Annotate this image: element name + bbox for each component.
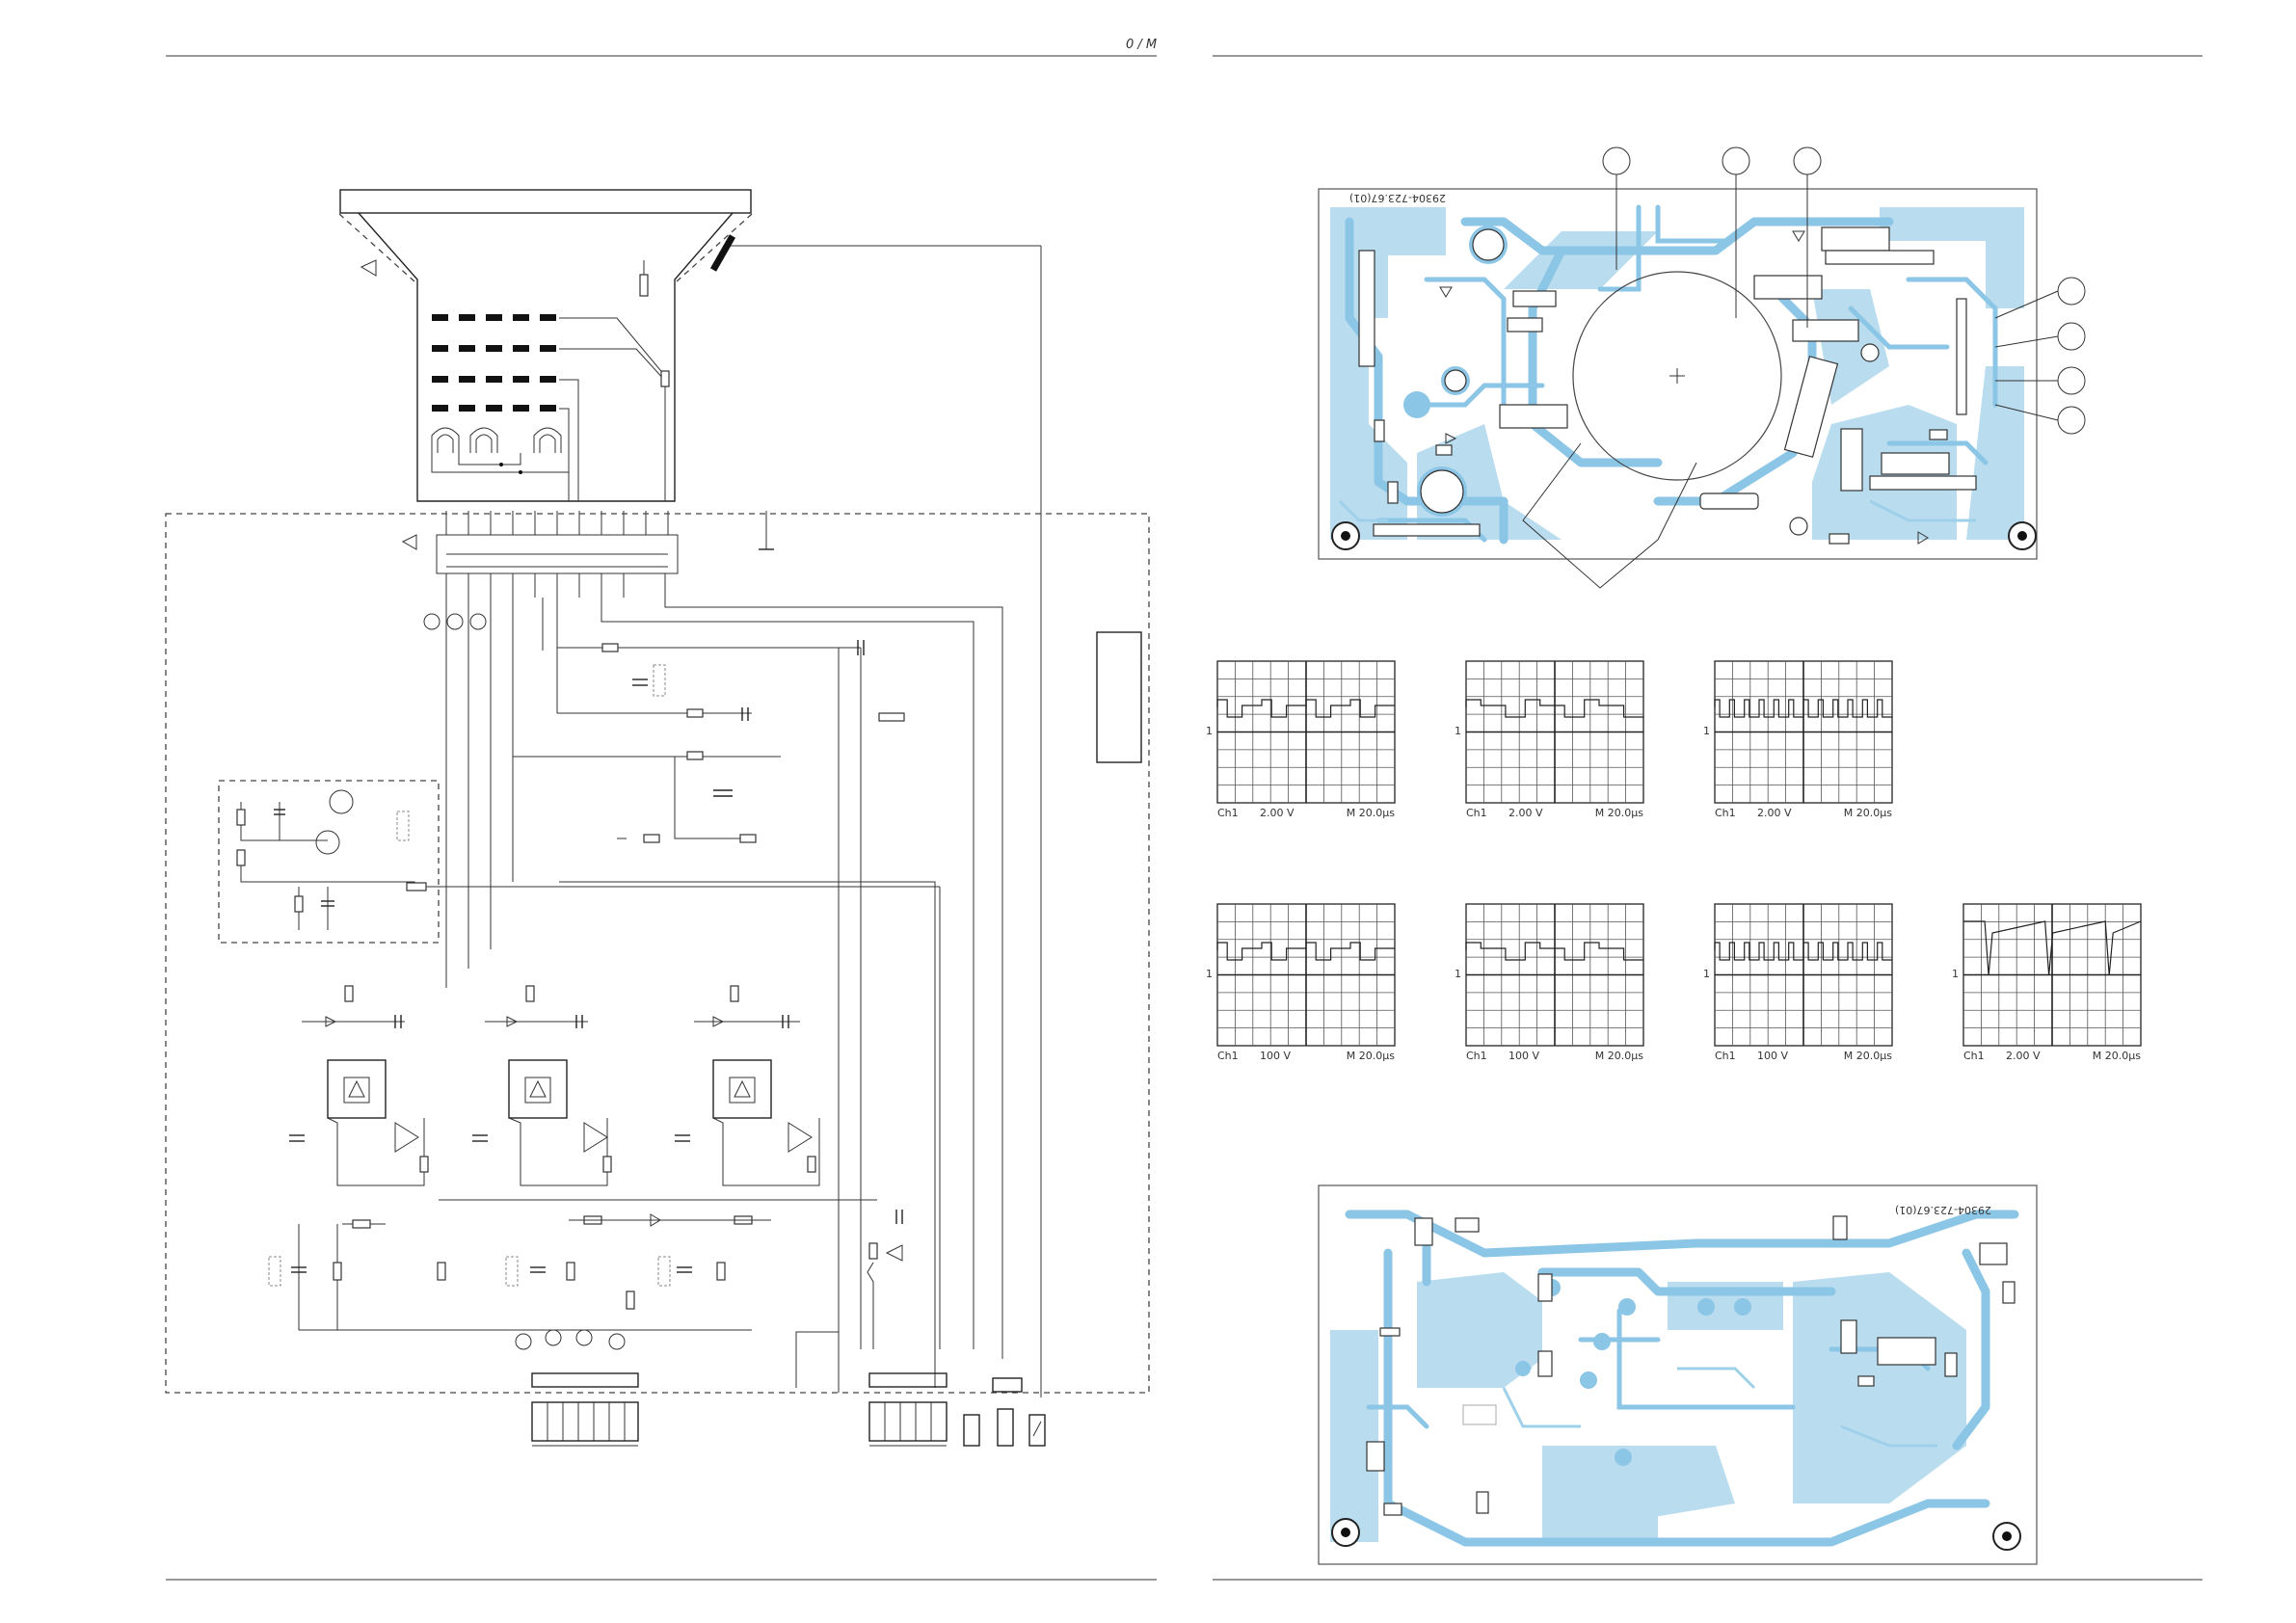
scope-channel: Ch1 — [1217, 807, 1239, 819]
pcb-bottom-board-label: 29304-723.67(01) — [1895, 1204, 1991, 1216]
board-boundary — [166, 514, 1149, 1393]
scope-marker: 1 — [1206, 725, 1213, 737]
scope-time-div: M 20.0µs — [1595, 1050, 1643, 1062]
scope-volts-div: 2.00 V — [1757, 807, 1792, 819]
pcb-top-layout: 29304-723.67(01) — [1319, 189, 2037, 588]
scope-time-div: M 20.0µs — [2093, 1050, 2141, 1062]
scope-channel: Ch1 — [1715, 1050, 1736, 1062]
scope-channel: Ch1 — [1963, 1050, 1985, 1062]
scope-volts-div: 100 V — [1508, 1050, 1539, 1062]
warning-triangle-icon — [361, 260, 376, 276]
amp-stage-blue — [675, 986, 819, 1185]
neck-pins — [437, 511, 678, 573]
pcb-top-board-label: 29304-723.67(01) — [1349, 192, 1446, 204]
scope-time-div: M 20.0µs — [1347, 807, 1395, 819]
scope-channel: Ch1 — [1217, 1050, 1239, 1062]
scope-channel: Ch1 — [1715, 807, 1736, 819]
sub-module — [219, 781, 439, 943]
scope-volts-div: 2.00 V — [2006, 1050, 2041, 1062]
crt-screen — [340, 190, 751, 213]
scope-marker: 1 — [1952, 968, 1959, 980]
amp-stage-red — [289, 986, 428, 1185]
pcb-bottom-layout: 29304-723.67(01) — [1319, 1185, 2037, 1564]
scope-channel: Ch1 — [1466, 1050, 1487, 1062]
scope-marker: 1 — [1703, 725, 1710, 737]
scope-volts-div: 2.00 V — [1508, 807, 1543, 819]
page-mark: 0 / M — [1126, 38, 1157, 52]
scope-time-div: M 20.0µs — [1347, 1050, 1395, 1062]
rgb-amplifier-stages — [269, 986, 877, 1349]
amp-stage-green — [472, 986, 611, 1185]
scope-volts-div: 2.00 V — [1260, 807, 1295, 819]
crt-schematic — [166, 190, 1149, 1446]
scope-marker: 1 — [1455, 725, 1461, 737]
crt-bulb — [359, 213, 733, 501]
scope-volts-div: 100 V — [1260, 1050, 1291, 1062]
bottom-connectors — [532, 1210, 1045, 1446]
scope-channel: Ch1 — [1466, 807, 1487, 819]
scope-time-div: M 20.0µs — [1844, 1050, 1892, 1062]
anode-cap — [713, 236, 733, 270]
scope-time-div: M 20.0µs — [1844, 807, 1892, 819]
side-connector — [1097, 632, 1141, 762]
scope-volts-div: 100 V — [1757, 1050, 1788, 1062]
scope-time-div: M 20.0µs — [1595, 807, 1643, 819]
scope-marker: 1 — [1703, 968, 1710, 980]
scope-marker: 1 — [1455, 968, 1461, 980]
electrode-blocks — [432, 314, 556, 412]
warning-triangle-icon-2 — [403, 535, 416, 549]
scope-marker: 1 — [1206, 968, 1213, 980]
electron-guns — [432, 428, 569, 474]
